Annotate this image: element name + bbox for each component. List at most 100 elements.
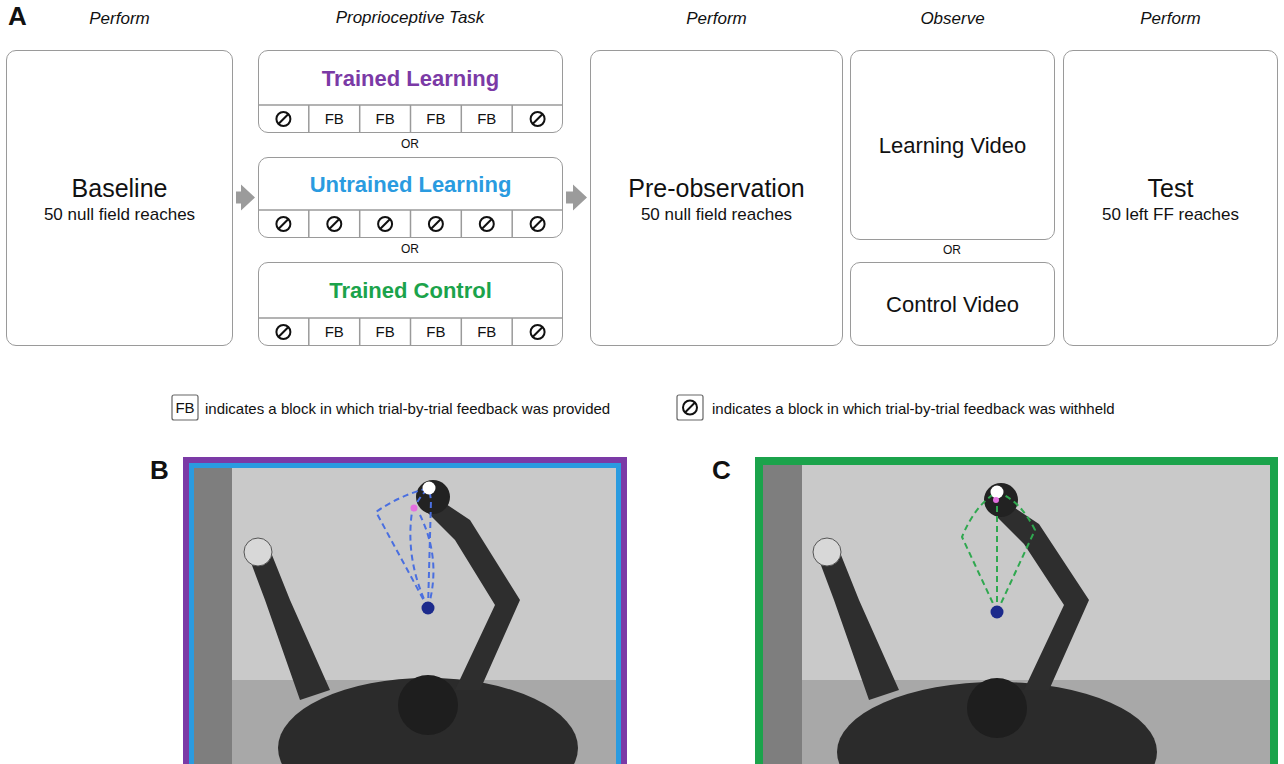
block-row (258, 318, 563, 346)
phase-box: Test50 left FF reachesPerform (1063, 50, 1278, 346)
box-body: Baseline50 null field reaches (7, 51, 232, 347)
feedback-cell: FB (175, 399, 194, 416)
task-box: Trained Learning (258, 50, 563, 133)
trial-count: 50 null field reaches (44, 205, 195, 225)
person-arm (250, 550, 330, 700)
feedback-cell: FB (376, 324, 395, 341)
table-surface (802, 465, 1270, 708)
cell-divider (410, 318, 412, 346)
box-label: Test (1148, 174, 1194, 203)
box-body: Untrained Learning (259, 158, 562, 211)
no-feedback-symbol (531, 325, 545, 339)
cell-divider (359, 105, 361, 133)
block-row (258, 210, 563, 238)
cell-divider (308, 105, 310, 133)
cell-divider (410, 210, 412, 238)
box-body: Test50 left FF reaches (1064, 51, 1277, 347)
person-fist (244, 538, 272, 566)
flow-arrow (566, 185, 587, 211)
cell-divider (359, 210, 361, 238)
feedback-cell: FB (325, 324, 344, 341)
condition-title: Untrained Learning (310, 172, 512, 197)
no-feedback-symbol (429, 217, 443, 231)
phase-heading: Observe (831, 9, 1074, 29)
cell-divider (511, 105, 513, 133)
feedback-cell: FB (426, 324, 445, 341)
reach-trajectory (420, 515, 433, 608)
table-surface (232, 468, 616, 708)
cell-divider (359, 318, 361, 346)
box-label: Baseline (72, 174, 168, 203)
no-feedback-symbol (276, 217, 290, 231)
target-dot (991, 486, 1004, 499)
cell-divider (461, 318, 463, 346)
photo (194, 468, 616, 764)
person-arm (819, 550, 899, 700)
panel-letter: B (150, 456, 169, 485)
reach-trajectory (996, 492, 998, 612)
robot-handle (984, 483, 1018, 517)
trial-count: 50 null field reaches (641, 205, 792, 225)
person-fist (813, 538, 841, 566)
legend-text: indicates a block in which trial-by-tria… (205, 399, 610, 416)
task-box: Untrained Learning (258, 157, 563, 238)
target-dot (423, 482, 436, 495)
start-dot (422, 602, 435, 615)
hand-dot (411, 505, 418, 512)
box-label: Control Video (886, 292, 1019, 317)
video-box: Learning VideoObserve (850, 50, 1055, 240)
phase-heading: Perform (0, 9, 252, 29)
legend-sample (677, 395, 703, 420)
box-body: Pre-observation50 null field reaches (591, 51, 842, 347)
no-feedback-symbol (327, 217, 341, 231)
flow-arrow (236, 185, 255, 211)
phase-box: Pre-observation50 null field reachesPerf… (590, 50, 843, 346)
photo (763, 465, 1270, 764)
no-feedback-symbol (531, 112, 545, 126)
box-body: Trained Learning (259, 51, 562, 106)
phase-heading: Perform (571, 9, 862, 29)
feedback-cell: FB (325, 111, 344, 128)
person-head (398, 675, 458, 735)
panel-letter: A (8, 2, 27, 31)
phase-heading: Perform (1044, 9, 1284, 29)
feedback-cell: FB (477, 111, 496, 128)
box-body: Trained Control (259, 263, 562, 319)
feedback-cell: FB (426, 111, 445, 128)
photo-ground (763, 465, 1270, 764)
no-feedback-symbol (276, 112, 290, 126)
no-feedback-symbol (480, 217, 494, 231)
task-box: Trained Control (258, 262, 563, 346)
block-row (258, 105, 563, 133)
reach-trajectory (376, 488, 429, 608)
reach-trajectory (962, 492, 997, 612)
cell-divider (511, 318, 513, 346)
phase-box: Baseline50 null field reachesPerform (6, 50, 233, 346)
box-label: Learning Video (879, 133, 1027, 158)
box-body: Learning Video (851, 51, 1054, 241)
no-feedback-symbol (378, 217, 392, 231)
legend-sample (172, 395, 198, 420)
feedback-cell: FB (477, 324, 496, 341)
person-arm (994, 504, 1089, 690)
legend-text: indicates a block in which trial-by-tria… (712, 399, 1115, 416)
no-feedback-symbol (683, 401, 697, 415)
trial-count: 50 left FF reaches (1102, 205, 1239, 225)
reach-trajectory (410, 488, 429, 608)
box-body: Control Video (851, 263, 1054, 347)
cell-divider (410, 105, 412, 133)
condition-title: Trained Control (329, 278, 492, 303)
person-arm (425, 500, 520, 690)
panel-letter: C (712, 456, 731, 485)
box-label: Pre-observation (628, 174, 804, 203)
cell-divider (461, 210, 463, 238)
cell-divider (308, 210, 310, 238)
feedback-cell: FB (376, 111, 395, 128)
no-feedback-symbol (276, 325, 290, 339)
no-feedback-symbol (531, 217, 545, 231)
condition-title: Trained Learning (322, 66, 499, 91)
phase-heading: Proprioceptive Task (336, 9, 485, 28)
start-dot (991, 606, 1004, 619)
hand-dot (993, 497, 999, 503)
